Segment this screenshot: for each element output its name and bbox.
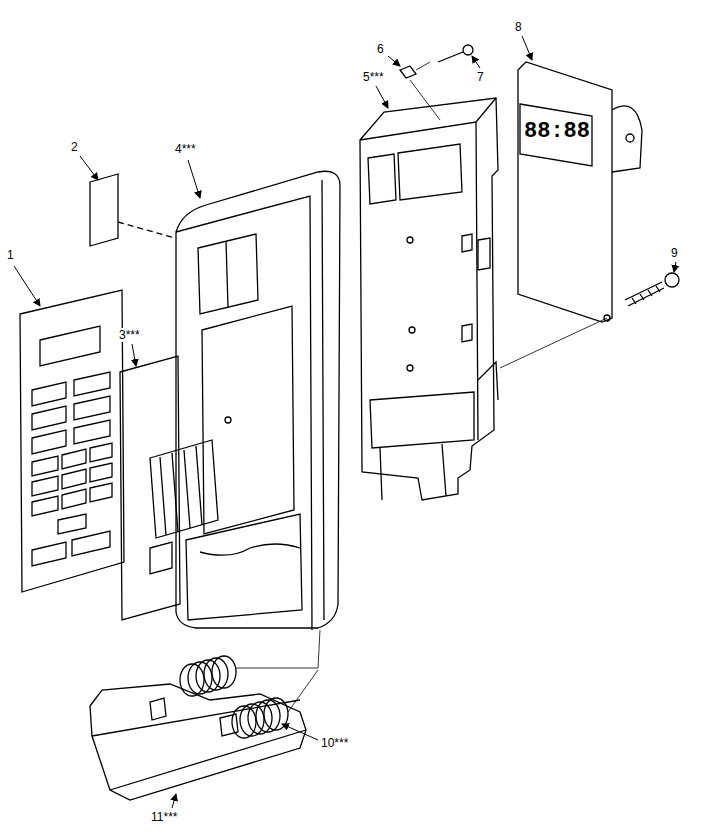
keypad-overlay [20, 290, 124, 592]
screw [625, 273, 679, 306]
callout-number: 11*** [150, 810, 178, 824]
callout-number: 5*** [362, 70, 385, 84]
callout-number: 6 [376, 42, 385, 56]
callout-number: 3*** [118, 328, 141, 342]
washer [400, 66, 416, 78]
display-window [90, 174, 118, 246]
door-button [90, 684, 306, 800]
callout-number: 4*** [174, 142, 197, 156]
chassis-frame [360, 98, 498, 500]
callout-number: 1 [6, 248, 15, 262]
front-housing [176, 171, 340, 630]
screw [438, 45, 473, 62]
leader-arrow [14, 36, 676, 808]
callout-number: 7 [476, 70, 485, 84]
callout-number: 2 [70, 140, 79, 154]
callout-number: 10*** [320, 736, 349, 750]
control-board [518, 62, 642, 322]
callout-number: 8 [514, 20, 523, 34]
callout-number: 9 [670, 246, 679, 260]
display-digits: 88:88 [524, 120, 590, 144]
